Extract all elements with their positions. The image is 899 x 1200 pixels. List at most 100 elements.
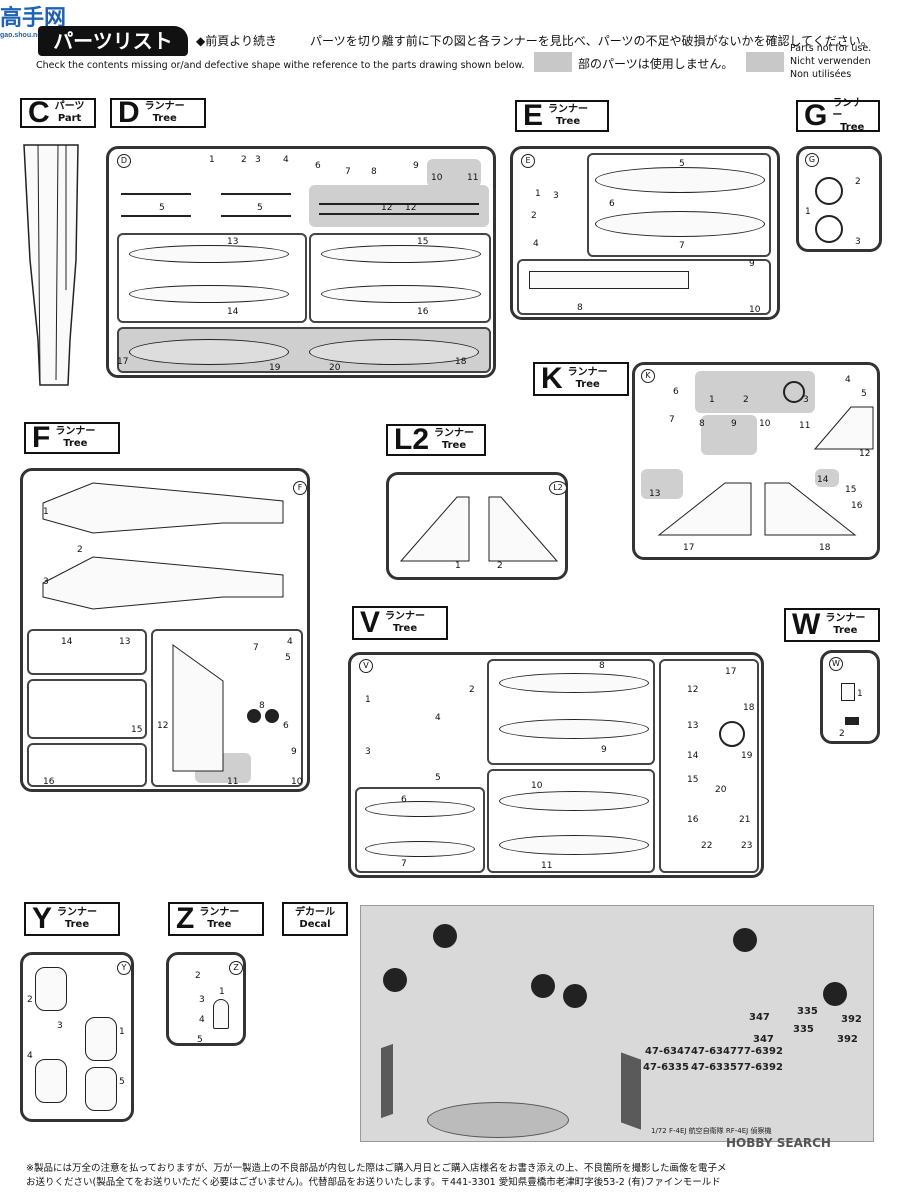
tree-jp: ランナー [832,98,863,121]
tree-jp: ランナー [57,907,98,918]
part-number: 13 [687,721,699,731]
tree-letter: D [118,96,140,129]
decal-number: 347 [753,1034,774,1045]
part-number: 10 [749,305,761,315]
part-canopy [85,1017,117,1061]
runner-cell [587,153,771,257]
shark-mouth-decal [427,1102,569,1138]
part-number: 13 [649,489,661,499]
part-number: 5 [861,389,867,399]
part-tank [321,285,481,303]
part-number: 16 [417,307,429,317]
tree-en: Tree [441,440,467,451]
unused-area [309,185,489,227]
part-tank [595,167,765,193]
part-number: 15 [131,725,143,735]
part-tailplanes [399,496,559,562]
unused-area [427,159,481,187]
part-number: 9 [749,259,755,269]
part-tank [129,339,289,365]
tree-jp: ランナー [385,611,426,622]
tree-jp: ランナー [548,104,589,115]
part-number: 10 [431,173,443,183]
part-tank [309,339,479,365]
stripe-decal [621,1052,641,1130]
part-rod [221,193,291,195]
part-c-fuselage-drawing [23,144,79,386]
runner-cell [27,679,147,739]
part-number: 11 [541,861,553,871]
runner-k: K 1 2 3 4 5 6 7 8 9 10 11 12 13 14 15 16… [632,362,880,560]
part-number: 1 [455,561,461,571]
part-number: 5 [285,653,291,663]
tree-en: Tree [840,122,865,133]
unused-area [815,469,839,487]
part-number: 1 [365,695,371,705]
continued-note: ◆前頁より続き [196,34,277,48]
runner-g: G 1 2 3 [796,146,882,252]
part-number: 5 [119,1077,125,1087]
runner-cell [659,659,759,873]
part-wheel [719,721,745,747]
tree-letter: Z [176,902,195,935]
tree-en: Tree [63,438,88,449]
part-tank [129,285,289,303]
part-wheel [815,215,843,243]
decal-serial: 47-6347 [691,1046,737,1057]
tree-letter: L2 [394,423,430,456]
part-number: 1 [535,189,541,199]
roundel-decal [733,928,757,952]
roundel-decal [531,974,555,998]
tree-letter: Y [32,902,53,935]
part-number: 4 [199,1015,205,1025]
part-number: 21 [739,815,751,825]
part-fuselage-halves [42,482,284,610]
part-small [845,717,859,725]
part-number: 6 [609,199,615,209]
roundel-decal [823,982,847,1006]
part-number: 3 [43,577,49,587]
part-number: 1 [43,507,49,517]
runner-cell [517,259,771,315]
part-number: 12 [157,721,169,731]
runner-tag: F [293,481,307,495]
part-number: 14 [61,637,73,647]
part-number: 5 [197,1035,203,1045]
part-number: 7 [253,643,259,653]
runner-tag: Z [229,961,243,975]
part-pod [365,801,475,817]
part-number: 15 [845,485,857,495]
part-number: 14 [227,307,239,317]
unused-en: Parts not for use. [790,43,872,54]
part-number: 12 [381,203,393,213]
runner-tag: K [641,369,655,383]
runner-l2: L2 1 2 [386,472,568,580]
runner-cell [151,629,303,787]
part-number: 7 [679,241,685,251]
part-number: 12 [687,685,699,695]
part-number: 2 [743,395,749,405]
part-pod [365,841,475,857]
unused-fr: Non utilisées [790,69,852,80]
roundel-decal [433,924,457,948]
tree-jp: ランナー [567,367,608,378]
part-number: 13 [227,237,239,247]
roundel-decal [563,984,587,1008]
runner-f: F 1 2 3 4 5 6 7 8 9 10 11 12 13 14 15 16 [20,468,310,792]
part-number: 11 [467,173,479,183]
part-number: 1 [219,987,225,997]
part-canopy [213,999,229,1029]
watermark-text: 高手网 [0,5,67,30]
part-number: 4 [283,155,289,165]
part-number: 2 [77,545,83,555]
decal-serial: 47-6335 [691,1062,737,1073]
tree-jp: ランナー [825,613,866,624]
part-tail [813,406,874,450]
decal-jp: デカール [295,907,335,918]
unused-swatch-2 [746,52,784,72]
